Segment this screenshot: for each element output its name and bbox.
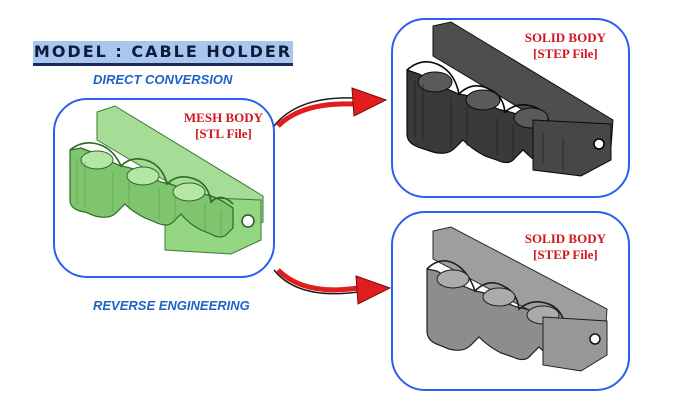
solid-body-top-line1: SOLID BODY <box>524 30 606 45</box>
solid-body-top-line2: [STEP File] <box>533 46 598 61</box>
reverse-engineering-arrow <box>273 268 392 305</box>
solid-body-bottom-line1: SOLID BODY <box>524 231 606 246</box>
solid-body-bottom-label: SOLID BODY [STEP File] <box>525 231 606 263</box>
direct-conversion-caption: DIRECT CONVERSION <box>93 72 233 87</box>
mesh-body-panel: MESH BODY [STL File] <box>53 98 275 278</box>
solid-body-bottom-panel: SOLID BODY [STEP File] <box>391 211 630 391</box>
solid-dark-cable-holder-model <box>406 21 614 177</box>
mesh-body-label: MESH BODY [STL File] <box>184 110 263 142</box>
direct-conversion-arrow <box>273 87 388 128</box>
reverse-engineering-caption: REVERSE ENGINEERING <box>93 298 250 313</box>
mesh-body-line2: [STL File] <box>195 126 252 141</box>
solid-body-top-panel: SOLID BODY [STEP File] <box>391 18 630 198</box>
page-title: MODEL : CABLE HOLDER <box>33 41 293 66</box>
solid-body-top-label: SOLID BODY [STEP File] <box>525 30 606 62</box>
mesh-cable-holder-model <box>69 105 264 255</box>
solid-body-bottom-line2: [STEP File] <box>533 247 598 262</box>
mesh-body-line1: MESH BODY <box>183 110 263 125</box>
solid-grey-cable-holder-model <box>426 226 608 372</box>
